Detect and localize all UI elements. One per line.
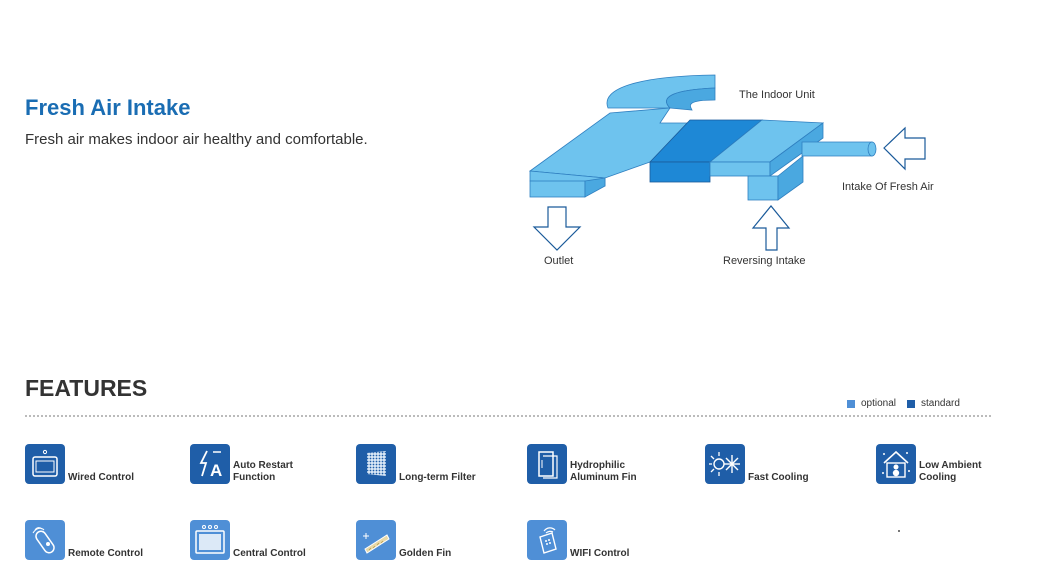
svg-text:A: A — [210, 461, 222, 480]
right-block-front — [709, 161, 771, 177]
page-title: Fresh Air Intake — [25, 95, 191, 120]
stray-dot — [898, 530, 900, 532]
central-control-icon — [190, 520, 230, 560]
outlet-nozzle — [529, 180, 586, 198]
reversing-block-side — [777, 155, 804, 201]
reversing-block — [747, 175, 779, 201]
reversing-arrow — [751, 205, 791, 251]
feature-central-control: Central Control — [190, 520, 306, 560]
feature-golden-fin: Golden Fin — [356, 520, 451, 560]
upper-duct-side — [666, 87, 716, 111]
reversing-label: Reversing Intake — [723, 255, 806, 267]
outlet-label: Outlet — [544, 255, 573, 267]
page-subtitle: Fresh air makes indoor air healthy and c… — [25, 131, 368, 148]
auto-restart-icon: A — [190, 444, 230, 484]
aluminum-fin-icon — [527, 444, 567, 484]
feature-label: Remote Control — [68, 548, 143, 559]
feature-label: WIFI Control — [570, 548, 630, 559]
wifi-control-icon — [527, 520, 567, 560]
indoor-unit-label: The Indoor Unit — [739, 89, 815, 101]
remote-control-icon — [25, 520, 65, 560]
filter-icon — [356, 444, 396, 484]
wired-control-icon — [25, 444, 65, 484]
legend-standard-label: standard — [921, 398, 960, 409]
fast-cooling-icon — [705, 444, 745, 484]
feature-label: Central Control — [233, 548, 306, 559]
low-ambient-cooling-icon — [876, 444, 916, 484]
fresh-air-pipe — [801, 141, 873, 157]
feature-label: Long-term Filter — [399, 472, 476, 483]
legend-standard: standard — [907, 398, 960, 409]
outlet-arrow — [532, 206, 582, 251]
features-heading: FEATURES — [25, 375, 148, 401]
outlet-nozzle-side — [584, 177, 606, 198]
feature-remote-control: Remote Control — [25, 520, 143, 560]
pipe-end — [867, 141, 877, 157]
feature-wifi-control: WIFI Control — [527, 520, 629, 560]
indoor-unit-front — [649, 161, 711, 183]
legend-optional-swatch — [847, 399, 855, 408]
legend-optional-label: optional — [861, 398, 897, 409]
right-block-side — [769, 122, 824, 177]
legend-standard-swatch — [907, 399, 915, 408]
feature-label: Wired Control — [68, 472, 135, 483]
feature-label: Golden Fin — [399, 548, 452, 559]
feature-wired-control: Wired Control — [25, 444, 134, 484]
feature-fast-cooling: Fast Cooling — [705, 444, 809, 484]
fresh-air-diagram: The Indoor Unit Intake Of Fresh Air Outl… — [528, 74, 934, 267]
features-divider — [25, 415, 991, 417]
feature-long-term-filter: Long-term Filter — [356, 444, 476, 484]
feature-label: Fast Cooling — [748, 472, 809, 483]
legend-optional: optional — [847, 398, 896, 409]
fresh-air-arrow — [883, 126, 926, 171]
golden-fin-icon — [356, 520, 396, 560]
fresh-air-label: Intake Of Fresh Air — [842, 181, 934, 193]
